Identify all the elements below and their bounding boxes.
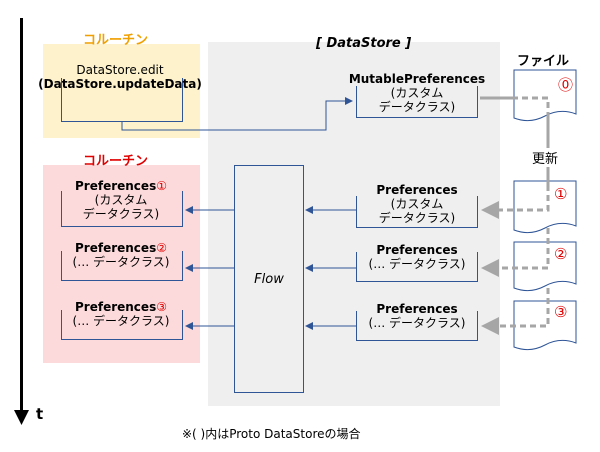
file-num-0: ⓪ (558, 76, 574, 94)
file-doc-1 (513, 180, 577, 234)
flow-box: Flow (234, 165, 304, 393)
coroutine-pref2-bracket (61, 251, 183, 281)
time-axis-label: t (36, 405, 44, 423)
ds-pref3-line2: (… データクラス) (368, 316, 466, 330)
coroutine-pref1-num: ① (156, 179, 167, 193)
coroutine-pref3-num: ③ (156, 300, 167, 314)
footnote: ※( )内はProto DataStoreの場合 (182, 427, 361, 441)
file-title: ファイル (517, 54, 570, 69)
mutable-prefs-title: MutablePreferences (348, 72, 486, 86)
ds-pref2-title: Preferences (376, 243, 458, 257)
arrow-edit-to-mutable (121, 97, 353, 131)
edit-node-bracket (61, 78, 183, 122)
ds-pref1-line3: データクラス) (378, 211, 456, 225)
coroutine-pref1: Preferences① (カスタム データクラス) (56, 179, 186, 221)
mutable-prefs-bracket (356, 86, 478, 118)
gray-dash-3 (481, 288, 550, 335)
coroutine-pref1-line2: (カスタム (94, 193, 148, 207)
edit-node: DataStore.edit (DataStore.updateData) (30, 63, 210, 91)
coroutine-pref3-title: Preferences (75, 300, 157, 314)
ds-pref2-bracket (356, 252, 478, 282)
coroutine-bottom-title: コルーチン (83, 154, 149, 169)
ds-pref1-title: Preferences (376, 183, 458, 197)
gray-dash-0 (512, 96, 550, 118)
ds-pref2-node: Preferences (… データクラス) (342, 243, 492, 271)
time-axis (20, 18, 23, 416)
coroutine-pref2-title: Preferences (75, 241, 157, 255)
coroutine-pref1-line3: データクラス) (82, 207, 160, 221)
coroutine-pref3-bracket (61, 310, 183, 340)
coroutine-bottom-region (43, 165, 200, 363)
gray-dash-1 (481, 185, 550, 219)
coroutine-pref3: Preferences③ (… データクラス) (56, 300, 186, 328)
file-doc-2 (513, 241, 577, 292)
coroutine-top-title: コルーチン (83, 33, 149, 48)
file-num-2: ② (554, 245, 568, 263)
mutable-prefs-node: MutablePreferences (カスタム データクラス) (342, 72, 492, 114)
file-num-3: ③ (554, 303, 568, 321)
ds-pref3-bracket (356, 311, 478, 341)
edit-node-line1: DataStore.edit (76, 63, 164, 77)
coroutine-pref3-line2: (… データクラス) (72, 314, 170, 328)
datastore-title: [ DataStore ] (316, 36, 412, 51)
coroutine-pref2-num: ② (156, 241, 167, 255)
file-doc-0 (513, 69, 577, 122)
update-label: 更新 (530, 148, 561, 167)
gray-dash-2 (481, 228, 550, 277)
edit-node-line2: (DataStore.updateData) (38, 77, 202, 91)
ds-pref2-line2: (… データクラス) (368, 257, 466, 271)
ds-pref3-title: Preferences (376, 302, 458, 316)
mutable-prefs-line3: データクラス) (378, 100, 456, 114)
coroutine-pref1-bracket (61, 191, 183, 227)
ds-pref3-node: Preferences (… データクラス) (342, 302, 492, 330)
file-num-1: ① (554, 185, 568, 203)
ds-pref1-bracket (356, 196, 478, 228)
ds-pref1-node: Preferences (カスタム データクラス) (342, 183, 492, 225)
coroutine-pref2: Preferences② (… データクラス) (56, 241, 186, 269)
coroutine-pref1-title: Preferences (75, 179, 157, 193)
ds-pref1-line2: (カスタム (390, 197, 444, 211)
mutable-prefs-line2: (カスタム (390, 86, 444, 100)
coroutine-pref2-line2: (… データクラス) (72, 255, 170, 269)
